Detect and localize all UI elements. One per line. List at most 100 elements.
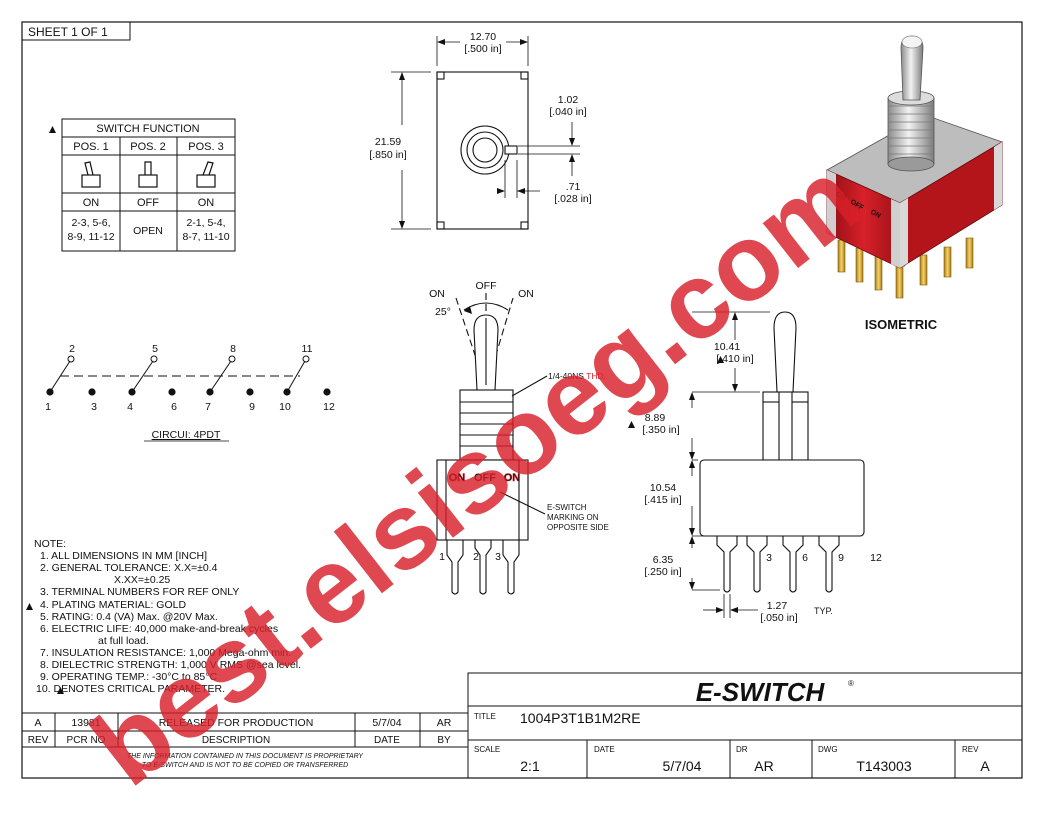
pos-1-label: POS. 1	[73, 141, 108, 153]
dim-bushing-in: [.350 in]	[642, 424, 679, 436]
front-pin-1: 1	[439, 551, 445, 563]
dim-slot-offset-mm: .71	[566, 181, 581, 193]
rev-value: A	[980, 758, 990, 774]
front-view	[436, 292, 548, 595]
dim-terminal-in: [.250 in]	[644, 566, 681, 578]
front-on-left: ON	[429, 288, 445, 300]
note-8: 8. DIELECTRIC STRENGTH: 1,000 V RMS @sea…	[40, 659, 301, 671]
circuit-diagram	[46, 355, 331, 396]
side-view	[699, 311, 865, 593]
marking-note-1: E-SWITCH	[547, 503, 587, 512]
dim-height-in: [.850 in]	[369, 149, 406, 161]
disclaimer-1: THE INFORMATION CONTAINED IN THIS DOCUME…	[127, 753, 365, 760]
part-number-title: 1004P3T1B1M2RE	[520, 710, 641, 726]
circuit-pin-9: 9	[249, 401, 255, 413]
circuit-pin-10: 10	[279, 401, 291, 413]
rev-label: REV	[962, 745, 979, 754]
e-switch-logo: E-SWITCH ®	[696, 677, 854, 707]
front-pin-3: 3	[495, 551, 501, 563]
body-mark-on-right: ON	[504, 472, 521, 484]
note-10-triangle-icon	[57, 687, 64, 694]
side-pin-9: 9	[838, 552, 844, 564]
marking-note-2: MARKING ON	[547, 513, 599, 522]
isometric-view	[826, 35, 1003, 299]
circuit-pin-11: 11	[302, 343, 313, 355]
dim-lever-mm: 10.41	[714, 341, 740, 353]
date-label: DATE	[594, 745, 615, 754]
note-6: 6. ELECTRIC LIFE: 40,000 make-and-break …	[40, 623, 278, 635]
sheet-label: SHEET 1 OF 1	[28, 25, 108, 39]
note-5: 5. RATING: 0.4 (VA) Max. @20V Max.	[40, 611, 218, 623]
note-6-cont: at full load.	[98, 635, 149, 647]
top-view-dimensions	[391, 36, 580, 230]
rev-header-pcr: PCR NO	[67, 735, 106, 746]
dim-height-mm: 21.59	[375, 136, 401, 148]
rev-header-by: BY	[437, 735, 451, 746]
isometric-label: ISOMETRIC	[865, 317, 938, 332]
pos-2-state: OFF	[137, 197, 159, 209]
front-pin-2: 2	[473, 551, 479, 563]
dim-spacing-in: [.050 in]	[760, 612, 797, 624]
title-label: TITLE	[474, 712, 496, 721]
toggle-pos3-icon	[196, 161, 216, 188]
dr-value: AR	[754, 758, 773, 774]
side-pin-6: 6	[802, 552, 808, 564]
circuit-pin-6: 6	[171, 401, 177, 413]
dim-width-mm: 12.70	[470, 31, 496, 43]
side-view-arrows	[628, 312, 738, 613]
dim-bushing-mm: 8.89	[645, 412, 666, 424]
iso-mark-on-left: ON	[834, 191, 847, 202]
dim-slot-width-mm: 1.02	[558, 94, 579, 106]
front-angle: 25°	[435, 306, 451, 318]
pos-1-conn-line1: 2-3, 5-6,	[71, 217, 110, 229]
circuit-pin-2: 2	[69, 343, 75, 355]
note-1: 1. ALL DIMENSIONS IN MM [INCH]	[40, 550, 207, 562]
revision-block	[21, 712, 469, 779]
toggle-pos1-icon	[81, 161, 101, 188]
pos-3-state: ON	[198, 197, 215, 209]
side-pin-12: 12	[870, 552, 882, 564]
note-3: 3. TERMINAL NUMBERS FOR REF ONLY	[40, 586, 239, 598]
thread-spec: 1/4-40NS THD.	[548, 371, 606, 381]
body-mark-off: OFF	[474, 472, 496, 484]
critical-triangle-icon	[49, 126, 56, 133]
top-view-arrows	[399, 39, 575, 229]
dim-body-in: [.415 in]	[644, 494, 681, 506]
dim-slot-offset-in: [.028 in]	[554, 193, 591, 205]
pos-3-label: POS. 3	[188, 141, 223, 153]
front-off: OFF	[476, 280, 497, 292]
note-4: 4. PLATING MATERIAL: GOLD	[40, 599, 186, 611]
rev-row-by: AR	[437, 717, 452, 729]
note-4-triangle-icon	[26, 603, 33, 610]
note-10: 10. DENOTES CRITICAL PARAMETER.	[36, 683, 225, 695]
pos-2-label: POS. 2	[130, 141, 165, 153]
switch-function-table	[61, 118, 236, 252]
dwg-label: DWG	[818, 745, 838, 754]
rev-row-pcr: 13981	[71, 717, 100, 729]
note-7: 7. INSULATION RESISTANCE: 1,000 Mega-ohm…	[40, 647, 291, 659]
scale-label: SCALE	[474, 745, 500, 754]
sheet-label-box	[21, 21, 131, 41]
circuit-pin-5: 5	[152, 343, 158, 355]
dr-label: DR	[736, 745, 748, 754]
dim-width-in: [.500 in]	[464, 43, 501, 55]
dim-terminal-mm: 6.35	[653, 554, 674, 566]
body-mark-on-left: ON	[449, 472, 466, 484]
circuit-pin-1: 1	[45, 401, 51, 413]
front-on-right: ON	[518, 288, 534, 300]
dim-spacing-mm: 1.27	[767, 600, 788, 612]
toggle-pos2-icon	[138, 161, 158, 188]
rev-header-date: DATE	[374, 735, 400, 746]
svg-text:®: ®	[848, 679, 854, 688]
circuit-pin-3: 3	[91, 401, 97, 413]
pos-1-conn-line2: 8-9, 11-12	[67, 231, 114, 243]
circuit-pin-4: 4	[127, 401, 133, 413]
rev-row-date: 5/7/04	[372, 717, 401, 729]
note-2-cont: X.XX=±0.25	[114, 574, 170, 586]
rev-row-desc: RELEASED FOR PRODUCTION	[159, 717, 314, 729]
top-view	[436, 71, 529, 230]
circuit-pin-12: 12	[323, 401, 335, 413]
dim-slot-width-in: [.040 in]	[549, 106, 586, 118]
note-9: 9. OPERATING TEMP.: -30°C to 85°C	[40, 671, 217, 683]
